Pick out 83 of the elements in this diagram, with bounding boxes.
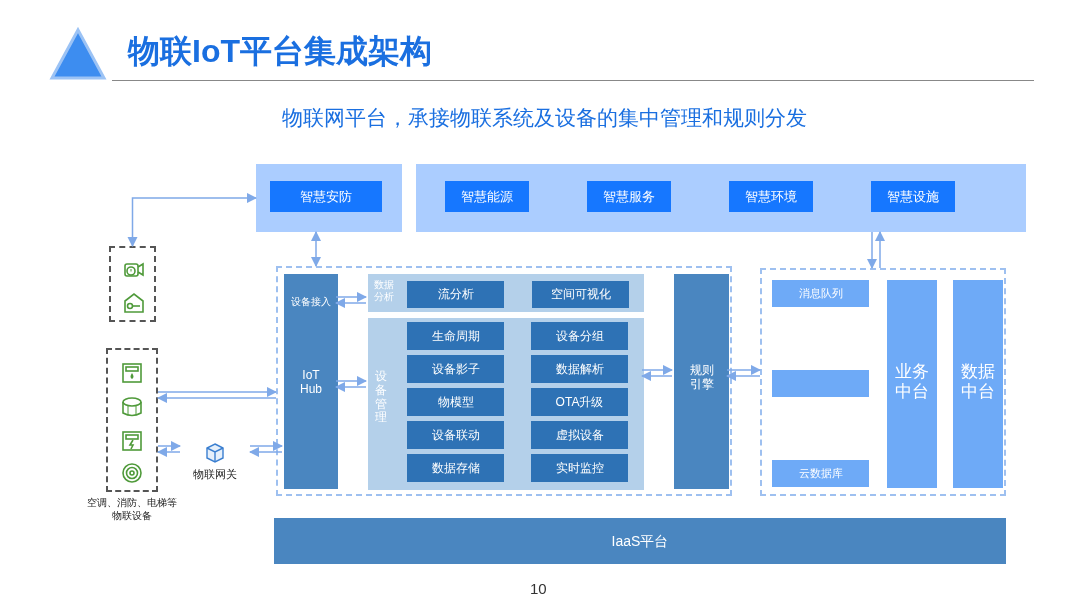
box-label: 智慧服务 <box>603 188 655 205</box>
arrow <box>249 440 284 452</box>
box-label: 物模型 <box>437 394 474 410</box>
process-box <box>729 181 813 212</box>
column-box <box>674 274 729 489</box>
arrow <box>335 375 368 387</box>
process-box <box>531 388 628 416</box>
process-box <box>772 370 869 397</box>
process-box <box>407 421 504 449</box>
process-box <box>531 421 628 449</box>
box-label: IaaS平台 <box>611 532 669 550</box>
panel <box>368 274 644 312</box>
device-group-frame <box>109 246 156 322</box>
arrow <box>725 370 761 382</box>
page-number: 10 <box>530 580 547 597</box>
arrow <box>334 297 367 309</box>
process-box <box>531 454 628 482</box>
process-box <box>587 181 671 212</box>
box-label: 智慧安防 <box>300 188 352 205</box>
box-label: 规则引擎 <box>689 364 715 392</box>
box-label: 业务中台 <box>894 362 930 402</box>
box-label: 智慧设施 <box>887 188 939 205</box>
process-box <box>407 454 504 482</box>
process-box <box>531 322 628 350</box>
device-caption: 空调、消防、电梯等物联设备 <box>87 496 177 522</box>
box-label: 智慧环境 <box>745 188 797 205</box>
box-label: 数据分析 <box>373 279 395 302</box>
column-box <box>887 280 937 488</box>
panel <box>416 164 1026 232</box>
arrow <box>156 392 277 404</box>
gateway-label: 物联网关 <box>192 468 238 481</box>
process-box <box>532 281 629 308</box>
box-label: 流分析 <box>437 287 474 302</box>
platform-frame <box>760 268 1006 496</box>
box-label: 空间可视化 <box>550 287 611 302</box>
arrow <box>641 364 674 376</box>
box-label: 设备接入 <box>290 296 332 308</box>
box-label: 云数据库 <box>798 466 843 481</box>
box-label: 设备管理 <box>374 370 388 426</box>
box-label: OTA升级 <box>555 394 604 410</box>
arrow <box>157 386 278 398</box>
device-group-frame <box>106 348 158 492</box>
arrow <box>310 230 322 268</box>
process-box <box>871 181 955 212</box>
title: 物联IoT平台集成架构 <box>128 32 432 71</box>
box-label: 数据存储 <box>431 460 480 476</box>
process-box <box>270 181 382 212</box>
process-box <box>772 460 869 487</box>
process-box <box>445 181 529 212</box>
column-box <box>284 274 338 489</box>
bar <box>274 518 1006 564</box>
box-label: 设备影子 <box>431 361 480 377</box>
panel <box>368 318 644 490</box>
subtitle: 物联网平台，承接物联系统及设备的集中管理和规则分发 <box>282 105 807 131</box>
box-label: IoT Hub <box>299 369 323 397</box>
box-label: 数据解析 <box>555 361 604 377</box>
arrow <box>866 231 878 270</box>
arrow <box>640 370 673 382</box>
box-label: 消息队列 <box>798 286 843 301</box>
arrow <box>157 440 182 452</box>
box-label: 数据中台 <box>960 362 996 402</box>
arrow <box>248 446 283 458</box>
box-label: 生命周期 <box>431 328 480 344</box>
process-box <box>407 388 504 416</box>
arrow <box>334 381 367 393</box>
arrow <box>335 291 368 303</box>
box-label: 设备分组 <box>555 328 604 344</box>
process-box <box>407 281 504 308</box>
arrow <box>726 364 762 376</box>
process-box <box>772 280 869 307</box>
panel <box>256 164 402 232</box>
box-label: 智慧能源 <box>461 188 513 205</box>
process-box <box>407 355 504 383</box>
box-label: 实时监控 <box>555 460 604 476</box>
box-label: 设备联动 <box>431 427 480 443</box>
arrow <box>874 230 886 269</box>
arrow <box>156 446 181 458</box>
process-box <box>407 322 504 350</box>
column-box <box>953 280 1003 488</box>
arrow <box>127 192 258 248</box>
platform-frame <box>276 266 732 496</box>
box-label: 虚拟设备 <box>555 427 604 443</box>
process-box <box>531 355 628 383</box>
